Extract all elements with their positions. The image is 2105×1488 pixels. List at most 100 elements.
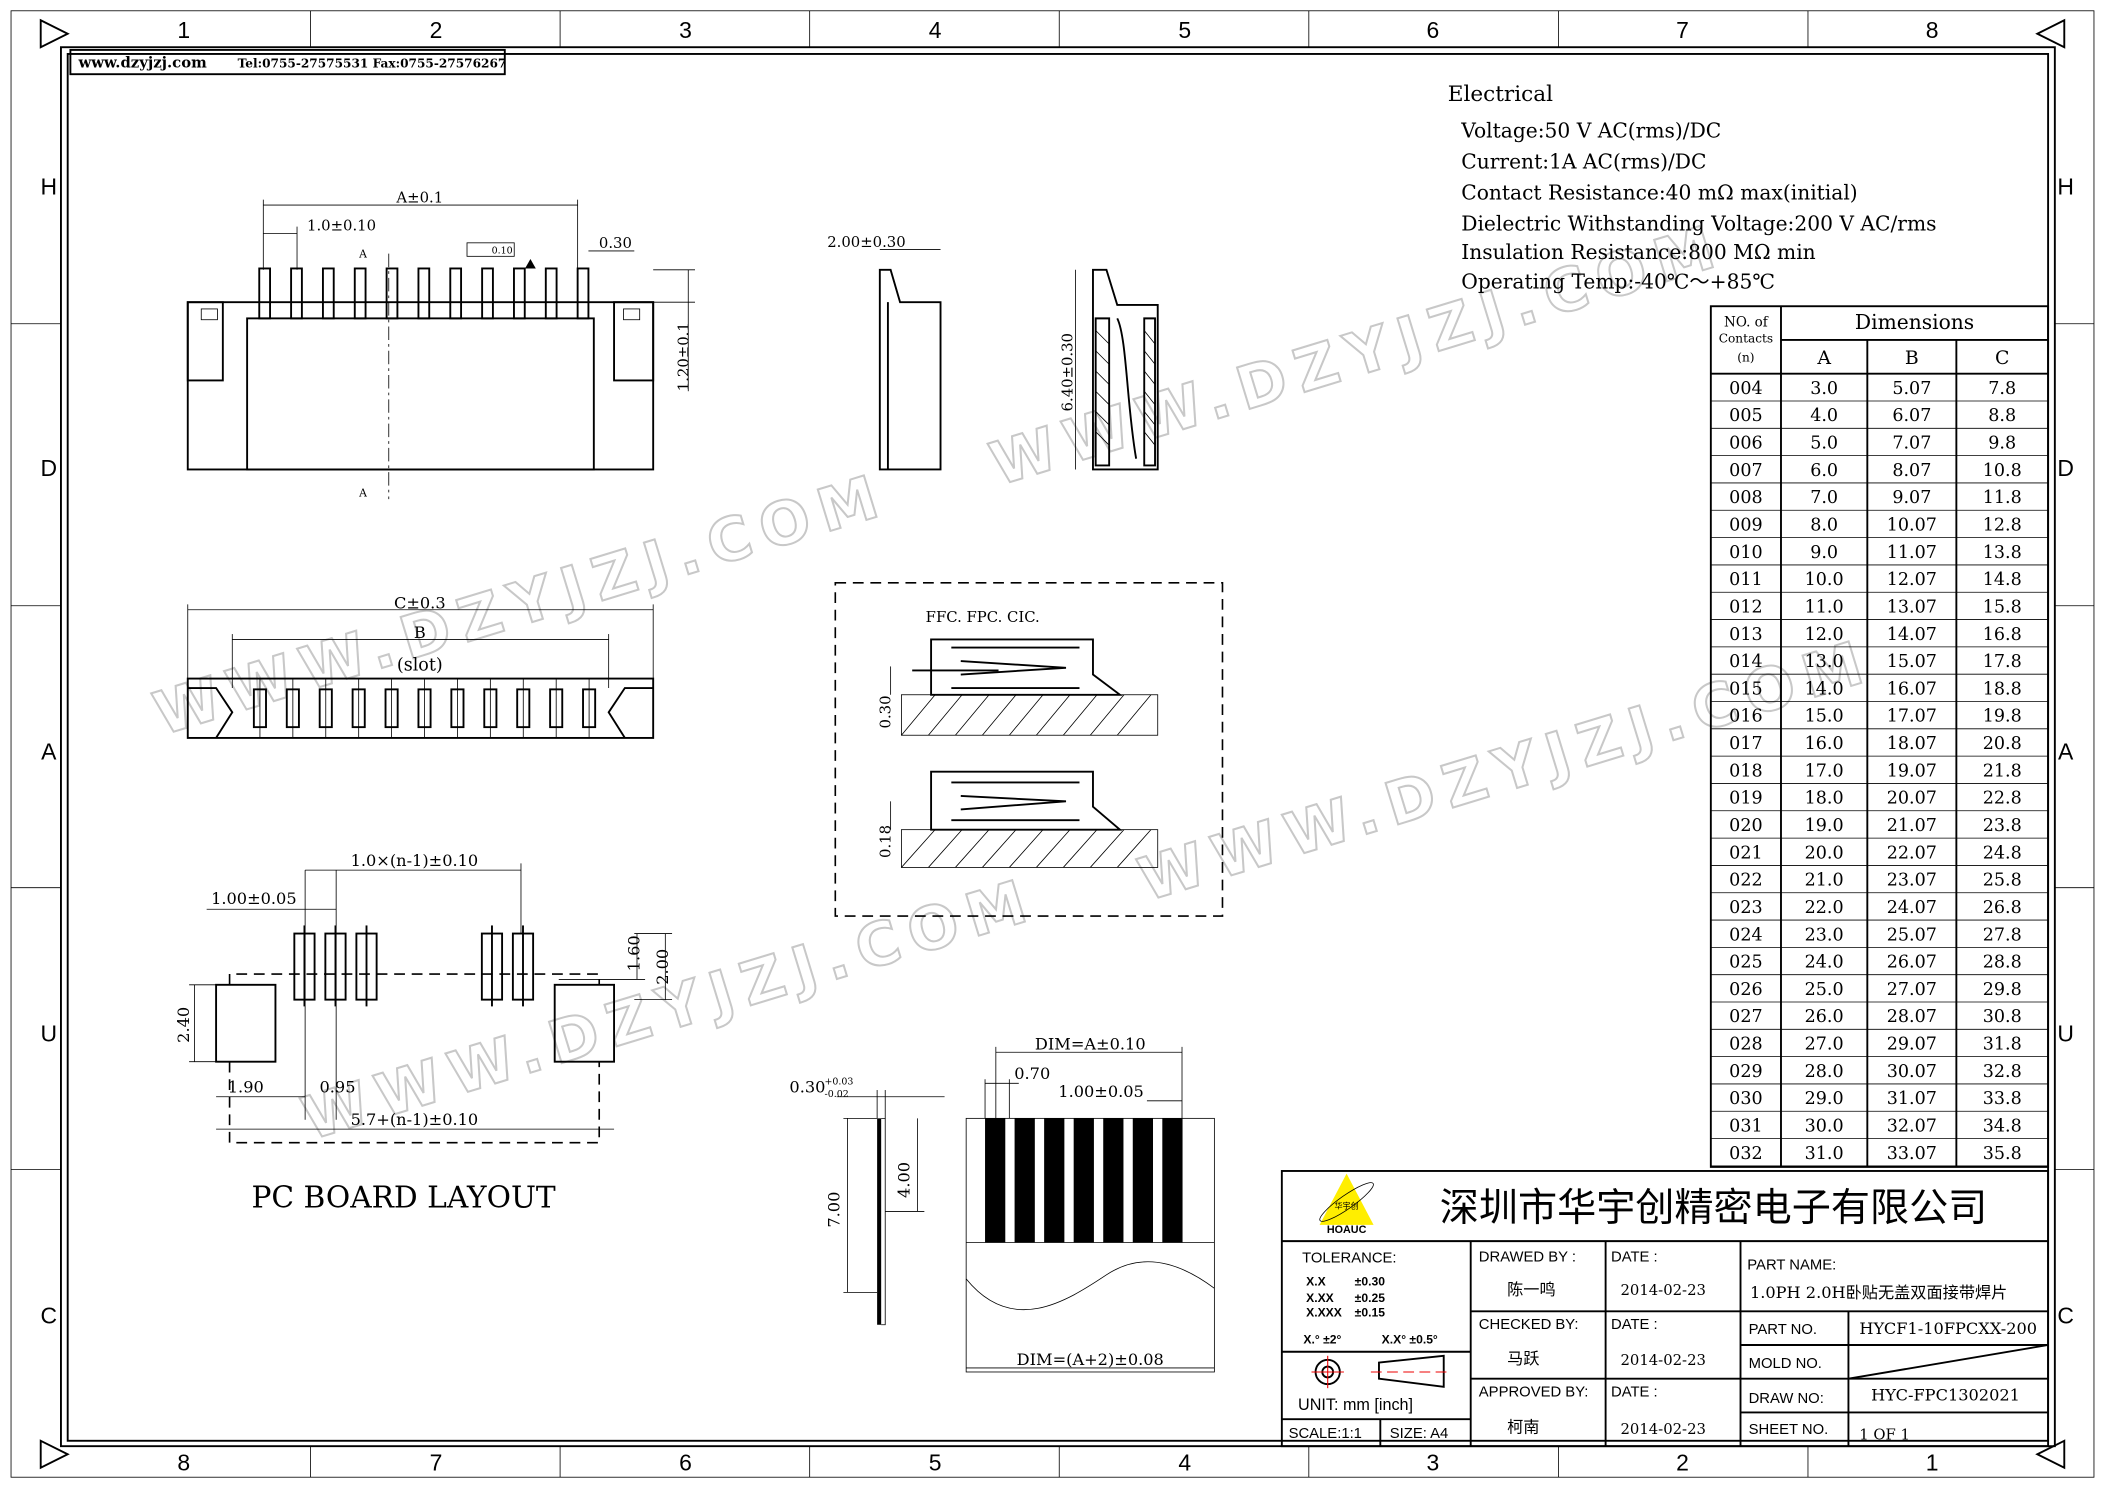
table-cell: 20.8 [1983,734,2022,754]
table-cell: 022 [1729,871,1762,891]
table-cell: 004 [1729,379,1762,399]
dim-030: 0.30 [878,695,895,728]
dim-120: 1.20±0.1 [675,322,692,391]
logo-en: HOAUC [1327,1224,1367,1236]
grid-number: 6 [679,1449,692,1475]
unit: UNIT: mm [inch] [1298,1396,1413,1414]
spec-line: Voltage:50 V AC(rms)/DC [1460,119,1721,143]
scale: SCALE:1:1 [1289,1426,1362,1442]
tolerance-label: TOLERANCE: [1302,1251,1396,1267]
table-cell: 8.8 [1988,406,2016,426]
table-cell: 30.8 [1983,1007,2022,1027]
draw-no: HYC-FPC1302021 [1871,1385,2020,1404]
fpc-contact-strip [1103,1118,1124,1243]
date-drawed: 2014-02-23 [1620,1282,1706,1299]
table-cell: 8.07 [1892,461,1931,481]
table-cell: 17.8 [1983,652,2022,672]
table-cell: 14.07 [1887,625,1937,645]
date-label: DATE : [1611,1384,1658,1400]
header-no: Contacts [1719,332,1773,346]
table-cell: 17.0 [1805,761,1844,781]
fpc-contact-strip [985,1118,1006,1243]
fpc-label: FFC. FPC. CIC. [926,609,1040,626]
table-cell: 31.8 [1983,1035,2022,1055]
table-cell: 023 [1729,898,1762,918]
dim-095: 0.95 [319,1078,355,1097]
dim-190: 1.90 [228,1078,264,1097]
header-contact: www.dzyjzj.com Tel:0755-27575531 Fax:075… [69,48,506,76]
table-cell: 9.07 [1892,488,1931,508]
dim-c: C±0.3 [394,593,446,612]
table-cell: 28.0 [1805,1062,1844,1082]
table-cell: 29.0 [1805,1089,1844,1109]
table-cell: 18.8 [1983,679,2022,699]
table-cell: 11.8 [1983,488,2022,508]
section-a: A [358,486,367,499]
spec-line: Current:1A AC(rms)/DC [1461,150,1706,174]
dim-160: 1.60 [625,935,644,971]
grid-number: 5 [929,1449,942,1475]
table-cell: 011 [1729,570,1762,590]
table-cell: 31.0 [1805,1144,1844,1164]
grid-letter: H [2057,173,2074,199]
table-cell: 3.0 [1810,379,1838,399]
grid-number: 2 [430,17,443,43]
dim-pitch: 1.00±0.05 [211,889,297,908]
contact-pin [544,267,558,320]
grid-letter: D [41,455,58,481]
projection-symbol-icon [1311,1354,1450,1389]
table-cell: 20.07 [1887,789,1937,809]
tol-value: ±0.30 [1355,1275,1386,1289]
fpc-contact-strip [1014,1118,1035,1243]
table-cell: 9.0 [1810,543,1838,563]
site-url: www.dzyjzj.com [77,54,207,71]
table-cell: 031 [1729,1117,1762,1137]
table-cell: 21.07 [1887,816,1937,836]
table-cell: 9.8 [1988,434,2016,454]
company-name: 深圳市华宇创精密电子有限公司 [1440,1187,1988,1230]
grid-letter: H [41,173,58,199]
table-cell: 014 [1729,652,1762,672]
contact-pin [481,267,494,320]
contact-pin [576,267,590,320]
table-cell: 032 [1729,1144,1762,1164]
dim-pitch: 1.0±0.10 [307,218,376,235]
table-cell: 23.0 [1805,925,1844,945]
spec-line: Operating Temp:-40℃～+85℃ [1461,270,1775,294]
sheet-no: 1 OF 1 [1859,1426,1910,1443]
table-cell: 7.07 [1892,434,1931,454]
table-cell: 7.0 [1810,488,1838,508]
angle-tol: X.° ±2° [1303,1333,1341,1347]
grid-number: 4 [929,17,942,43]
part-name: 1.0PH 2.0H卧贴无盖双面接带焊片 [1750,1283,2007,1302]
table-cell: 16.07 [1887,679,1937,699]
table-cell: 010 [1729,543,1762,563]
dim-pitch: 1.00±0.05 [1058,1082,1144,1101]
part-no-label: PART NO. [1749,1322,1817,1338]
grid-number: 8 [1926,17,1939,43]
tol-plus: +0.03 [825,1077,854,1088]
table-cell: 24.07 [1887,898,1937,918]
contact-pin [290,267,303,320]
part-name-label: PART NAME: [1747,1257,1836,1273]
grid-letter: U [2057,1020,2074,1046]
section-a: A [358,248,367,261]
table-cell: 12.8 [1983,516,2022,536]
table-cell: 25.07 [1887,925,1937,945]
dim-b: B [414,623,426,642]
table-cell: 005 [1729,406,1762,426]
table-cell: 30.0 [1805,1117,1844,1137]
watermark: WWW.DZYJZJ.COM [146,459,896,748]
